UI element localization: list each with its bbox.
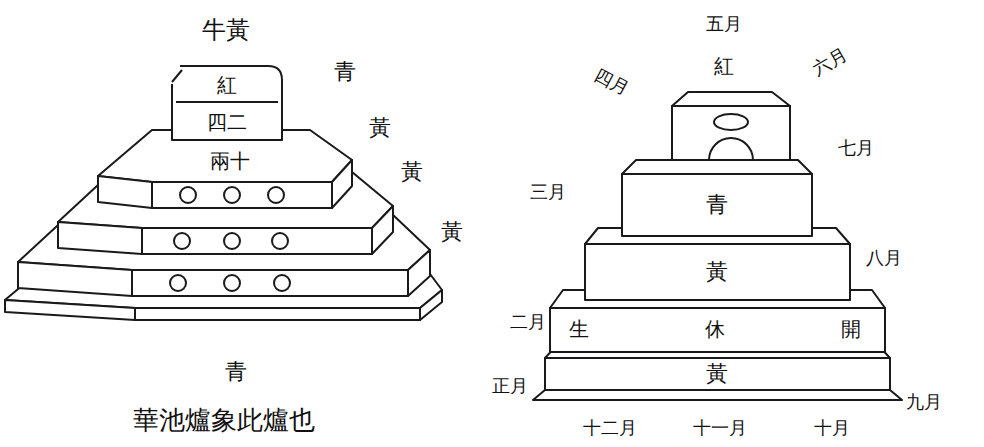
text-label: 紅 xyxy=(714,55,734,77)
vent-hole xyxy=(170,275,186,291)
node-text: 開 xyxy=(841,318,861,340)
vent-hole xyxy=(224,233,240,249)
text-label: 七月 xyxy=(838,138,874,158)
tier-side xyxy=(98,176,152,208)
vessel-box: 紅四二 xyxy=(172,66,282,140)
tier-side xyxy=(5,300,135,320)
node-text: 紅 xyxy=(217,66,237,103)
tier-side xyxy=(372,206,393,254)
tier-band: 黃 xyxy=(667,258,767,286)
text-label: 八月 xyxy=(866,248,902,268)
vent-hole xyxy=(274,275,290,291)
text-label: 正月 xyxy=(492,376,528,396)
vent-hole xyxy=(268,187,284,203)
vent-hole xyxy=(224,275,240,291)
tier-side xyxy=(142,228,372,254)
node-text: 黃 xyxy=(706,362,728,386)
tier-front xyxy=(622,174,812,236)
tier-side xyxy=(135,308,420,320)
tier-side xyxy=(408,250,430,296)
vessel-divider xyxy=(176,101,278,103)
vent-hole xyxy=(272,233,288,249)
node-text: 四二 xyxy=(207,103,247,140)
node-text: 休 xyxy=(705,318,725,340)
tier-side xyxy=(58,222,142,254)
tier-front xyxy=(585,244,850,300)
caption: 華池爐象此爐也 xyxy=(133,406,315,435)
text-label: 黃 xyxy=(441,220,463,244)
top-vessel xyxy=(172,66,282,140)
vent-hole xyxy=(224,187,240,203)
vent-hole xyxy=(174,233,190,249)
vessel-mark xyxy=(172,70,182,82)
node-text: 黃 xyxy=(706,260,728,284)
base-plate xyxy=(533,390,902,400)
node-text: 青 xyxy=(706,193,728,217)
tier-front xyxy=(545,358,890,390)
tier-side xyxy=(420,290,442,320)
vent-hole xyxy=(180,187,196,203)
text-label: 六月 xyxy=(809,44,850,79)
text-label: 十一月 xyxy=(693,418,747,438)
tier-top xyxy=(622,160,812,174)
tier-side xyxy=(332,160,352,208)
text-label: 十月 xyxy=(814,418,850,438)
tier-band: 黃 xyxy=(667,361,767,387)
block-front xyxy=(672,106,790,160)
text-label: 牛黃 xyxy=(202,17,250,43)
left-furnace xyxy=(5,66,442,320)
text-label: 九月 xyxy=(906,392,942,412)
tier-side xyxy=(152,182,332,208)
text-label: 青 xyxy=(225,360,247,384)
text-label: 青 xyxy=(334,60,356,84)
block-top xyxy=(672,92,790,106)
tier-side xyxy=(18,262,132,296)
tier-band: 生休開 xyxy=(555,312,875,346)
block-hole xyxy=(714,114,748,130)
text-label: 十二月 xyxy=(583,418,637,438)
text-label: 五月 xyxy=(706,14,742,34)
text-label: 黃 xyxy=(401,160,423,184)
text-label: 四月 xyxy=(591,65,632,99)
text-label: 黃 xyxy=(369,116,391,140)
tier-band: 青 xyxy=(667,190,767,220)
node-text: 生 xyxy=(569,318,589,340)
right-furnace xyxy=(533,92,902,400)
tier-side xyxy=(132,270,408,296)
tier-front xyxy=(550,308,885,352)
tier-label: 兩十 xyxy=(175,146,285,176)
text-label: 三月 xyxy=(530,182,566,202)
text-label: 二月 xyxy=(510,312,546,332)
node-text: 兩十 xyxy=(210,150,250,172)
